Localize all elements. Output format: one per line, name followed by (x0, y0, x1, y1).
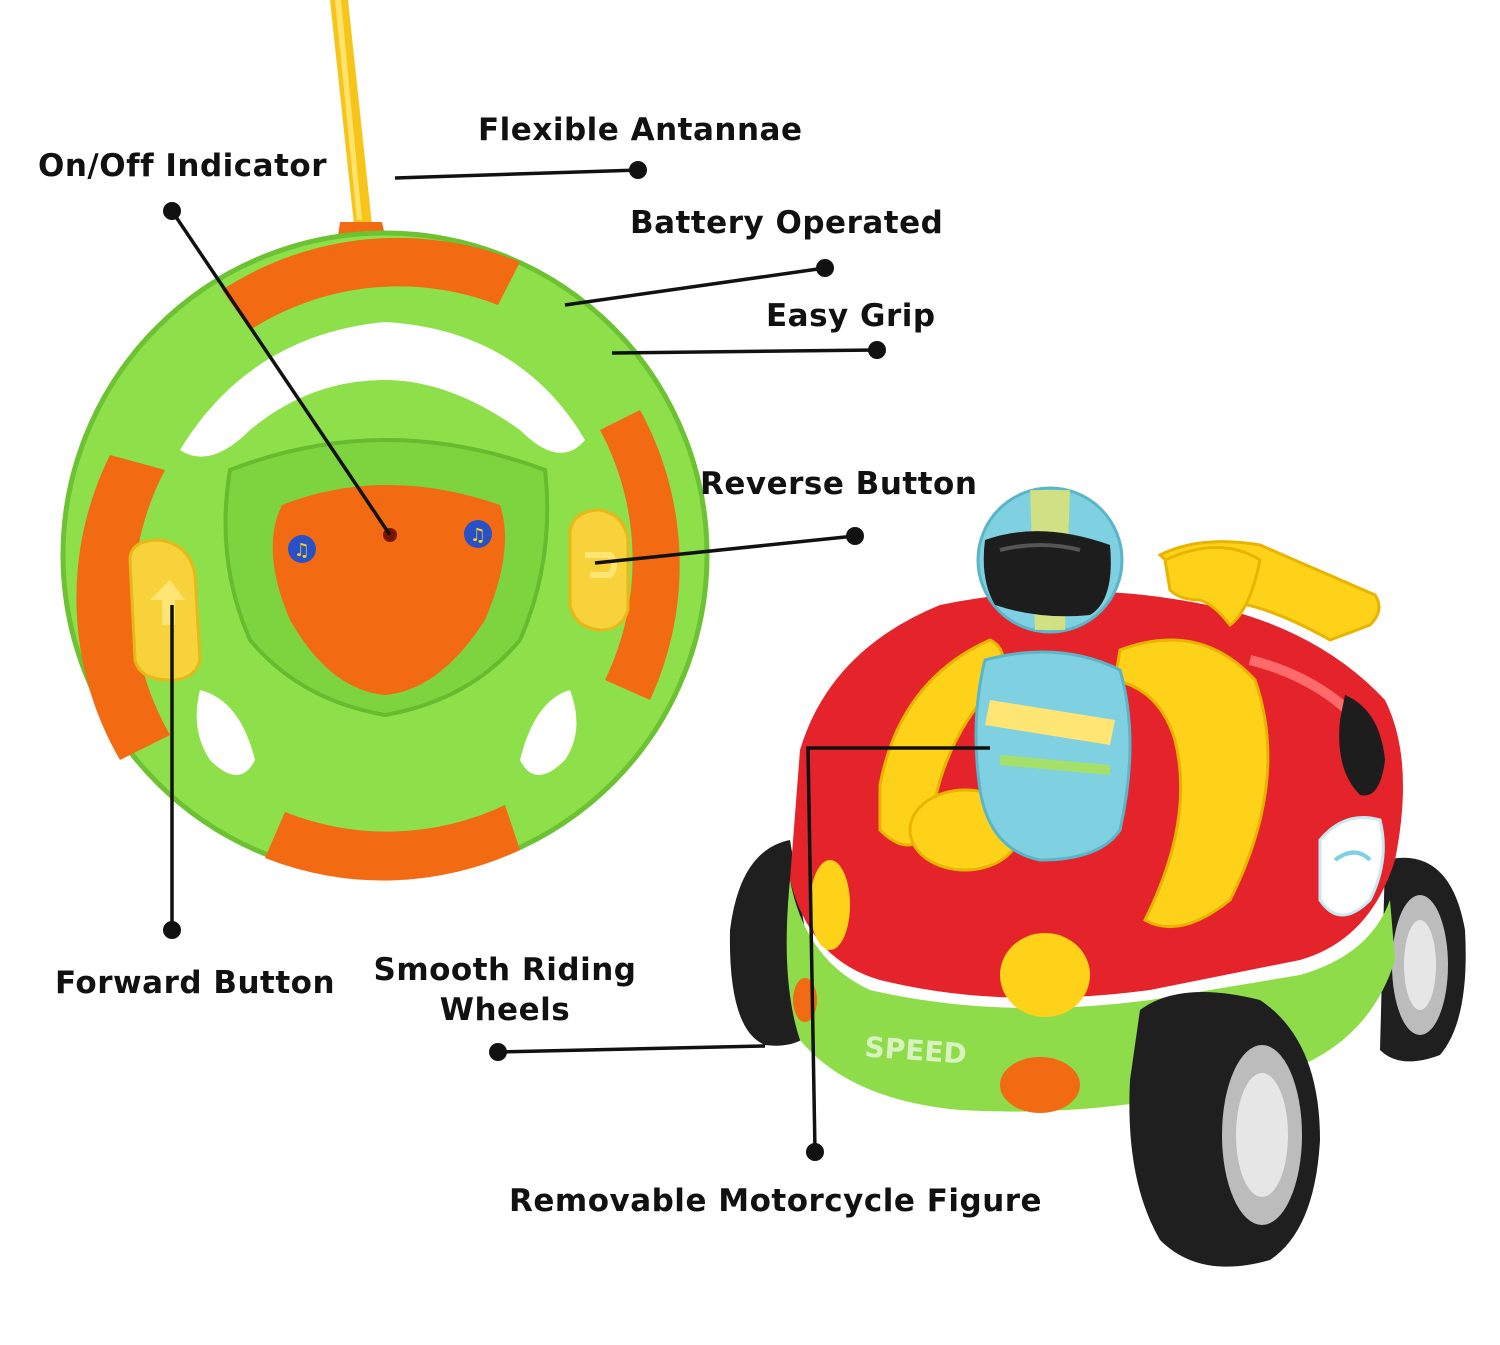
label-removable-figure: Removable Motorcycle Figure (509, 1183, 1043, 1219)
wheel-icon (1129, 992, 1320, 1267)
music-note-icon: ♫ (464, 520, 492, 548)
motorcycle-figure (974, 486, 1132, 862)
label-easy-grip: Easy Grip (766, 298, 936, 334)
reverse-button[interactable] (568, 508, 630, 632)
wheel-cutouts (180, 322, 585, 775)
leader-dot (806, 1143, 824, 1161)
remote-control: ♫ ♫ (60, 0, 710, 881)
leader-line-battery (564, 266, 826, 307)
wheel-icon (1380, 857, 1466, 1062)
label-flexible-antennae: Flexible Antannae (478, 112, 803, 148)
label-smooth-riding-wheels-line1: Smooth Riding (373, 952, 637, 988)
top-handle (1163, 546, 1262, 628)
label-reverse-button: Reverse Button (700, 466, 978, 502)
leader-line-indicator (170, 210, 392, 536)
side-window (1339, 695, 1385, 796)
headlight (1000, 933, 1090, 1017)
leader-line-wheels (497, 1044, 766, 1054)
leader-dot (846, 527, 864, 545)
callout-lines (163, 161, 990, 1161)
label-smooth-riding-wheels-line2: Wheels (439, 992, 571, 1028)
label-on-off-indicator: On/Off Indicator (38, 148, 327, 184)
leader-dot (163, 202, 181, 220)
label-battery-operated: Battery Operated (630, 205, 944, 241)
svg-text:♫: ♫ (294, 540, 310, 561)
wing-decal-icon (1318, 816, 1385, 917)
grip-segments (76, 237, 680, 881)
leader-dot (868, 341, 886, 359)
leader-dot (489, 1043, 507, 1061)
music-note-icon: ♫ (288, 535, 316, 563)
forward-button[interactable] (128, 538, 202, 682)
leader-dot (163, 921, 181, 939)
race-car: SPEED (729, 486, 1466, 1267)
svg-text:♫: ♫ (470, 525, 486, 546)
label-forward-button: Forward Button (55, 965, 336, 1001)
roll-bar (1113, 638, 1270, 929)
hood-speed-text: SPEED (864, 1030, 968, 1070)
center-pad (272, 485, 505, 695)
leader-line-grip (611, 348, 878, 355)
leader-line-figure (806, 746, 990, 1153)
fog-light (1000, 1057, 1080, 1113)
antenna (330, 0, 388, 250)
leader-line-reverse (594, 534, 856, 565)
headlight (810, 860, 850, 950)
leader-line-antenna (394, 168, 639, 180)
label-smooth-riding-wheels: Smooth Riding Wheels (370, 950, 640, 1030)
leader-dot (816, 259, 834, 277)
leader-dot (629, 161, 647, 179)
